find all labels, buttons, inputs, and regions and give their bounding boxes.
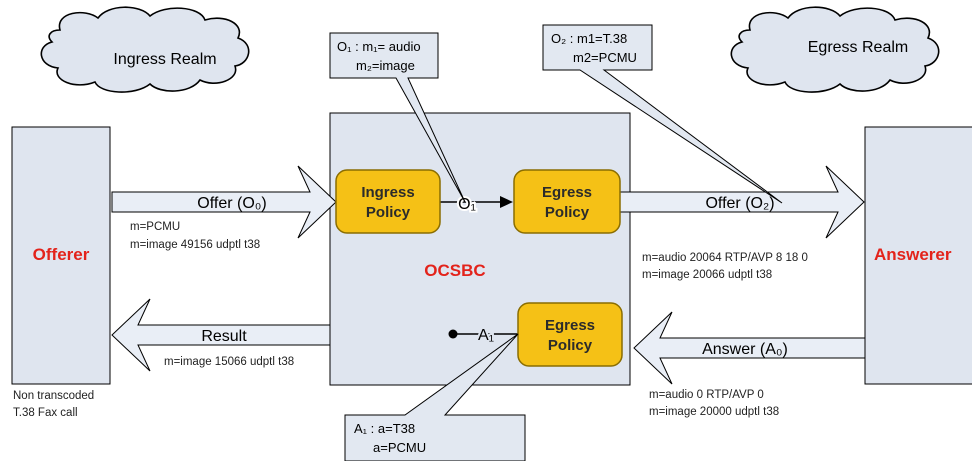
callout-a1: A₁ : a=T38 a=PCMU: [344, 333, 526, 461]
offer-o0-arrow: Offer (O₀): [111, 165, 337, 239]
answerer-label: Answerer: [874, 245, 952, 264]
ingress-realm-cloud: Ingress Realm: [40, 6, 250, 93]
sdp-result-line1: m=image 15066 udptl t38: [164, 356, 294, 368]
egress-policy-top-line1: Egress: [542, 184, 592, 201]
a1-connector: A₁: [448, 325, 518, 346]
sdp-result: m=image 15066 udptl t38: [164, 356, 294, 368]
footnote: Non transcoded T.38 Fax call: [13, 390, 94, 419]
ingress-policy-box: Ingress Policy: [335, 169, 441, 234]
sdp-offer-o0-line2: m=image 49156 udptl t38: [130, 239, 260, 251]
footnote-line1: Non transcoded: [13, 390, 94, 402]
answer-a0-label: Answer (A₀): [702, 341, 788, 358]
ocsbc-label: OCSBC: [424, 261, 485, 280]
ingress-policy-line2: Policy: [366, 204, 411, 221]
egress-policy-top-line2: Policy: [545, 204, 590, 221]
a1-label: A₁: [478, 327, 494, 344]
egress-realm-cloud: Egress Realm: [730, 6, 940, 93]
sdp-answer-a0: m=audio 0 RTP/AVP 0 m=image 20000 udptl …: [649, 389, 779, 418]
egress-realm-label: Egress Realm: [808, 39, 908, 56]
sdp-answer-a0-line2: m=image 20000 udptl t38: [649, 406, 779, 418]
sdp-offer-o2-line1: m=audio 20064 RTP/AVP 8 18 0: [642, 252, 808, 264]
sdp-answer-a0-line1: m=audio 0 RTP/AVP 0: [649, 389, 764, 401]
callout-o1: O₁ : m₁= audio m₂=image: [329, 32, 466, 203]
answerer-box: Answerer: [864, 126, 972, 385]
callout-o1-line2: m₂=image: [356, 58, 415, 73]
offer-o2-arrow: Offer (O₂): [619, 165, 865, 239]
egress-policy-bottom-line1: Egress: [545, 317, 595, 334]
egress-policy-bottom-box: Egress Policy: [517, 302, 623, 367]
answer-a0-arrow: Answer (A₀): [633, 311, 866, 385]
egress-policy-bottom-line2: Policy: [548, 337, 593, 354]
egress-policy-top-box: Egress Policy: [513, 169, 621, 234]
o1-label: O₁: [458, 196, 476, 213]
sdp-offer-o2-line2: m=image 20066 udptl t38: [642, 269, 772, 281]
ingress-realm-label: Ingress Realm: [113, 51, 216, 68]
offer-o0-label: Offer (O₀): [197, 195, 266, 212]
callout-o2: O₂ : m1=T.38 m2=PCMU: [542, 24, 783, 204]
sdp-offer-o0: m=PCMU m=image 49156 udptl t38: [130, 221, 260, 251]
callout-o2-line1: O₂ : m1=T.38: [551, 31, 627, 46]
offerer-box: Offerer: [11, 126, 111, 385]
result-label: Result: [201, 328, 247, 345]
result-arrow: Result: [111, 298, 331, 372]
o1-connector: O₁: [440, 194, 513, 215]
ingress-policy-line1: Ingress: [361, 184, 414, 201]
sdp-offer-o0-line1: m=PCMU: [130, 221, 180, 233]
offer-o2-label: Offer (O₂): [705, 195, 774, 212]
footnote-line2: T.38 Fax call: [13, 407, 78, 419]
offerer-label: Offerer: [33, 245, 90, 264]
callout-a1-line2: a=PCMU: [373, 440, 426, 455]
callout-o1-line1: O₁ : m₁= audio: [337, 39, 421, 54]
callout-a1-line1: A₁ : a=T38: [354, 421, 415, 436]
sdp-offer-o2: m=audio 20064 RTP/AVP 8 18 0 m=image 200…: [642, 252, 808, 281]
callout-o2-line2: m2=PCMU: [573, 50, 637, 65]
